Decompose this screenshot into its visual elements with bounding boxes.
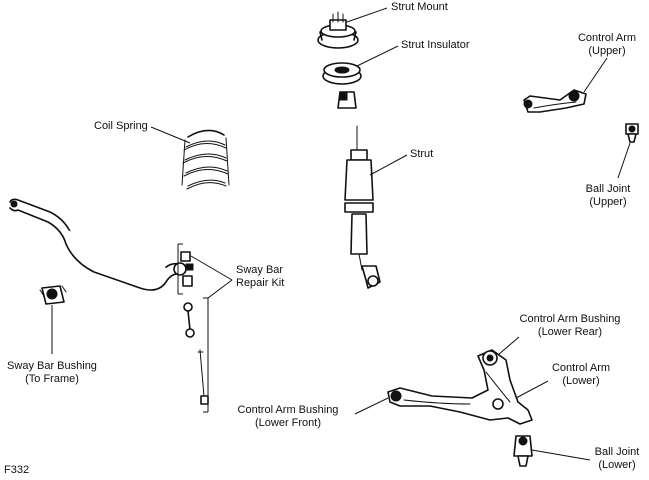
ball-joint-upper-part — [625, 123, 639, 143]
strut-mount-leader — [346, 7, 388, 23]
control-arm-lower-part — [387, 349, 533, 425]
figure-code: F332 — [4, 464, 30, 476]
sway-bar-repair-kit-parts — [177, 243, 209, 413]
ball-joint-lower-part — [513, 435, 533, 467]
label-ball-joint-upper-line1: Ball Joint — [585, 183, 631, 195]
label-sway-bar-repair-kit-line2: Repair Kit — [236, 277, 285, 289]
control-arm-upper-part — [523, 89, 587, 113]
strut-insulator-leader — [356, 45, 399, 67]
ball-joint-lower-leader — [531, 449, 591, 461]
label-ball-joint-upper: Ball Joint (Upper) — [576, 183, 640, 209]
sway-bar-bushing-part — [39, 285, 67, 305]
label-control-arm-upper-line1: Control Arm — [577, 32, 637, 44]
label-control-arm-upper-line2: (Upper) — [588, 45, 626, 57]
label-control-arm-lower-line1: Control Arm — [551, 362, 611, 374]
control-arm-lower-leader — [515, 380, 549, 399]
label-strut: Strut — [410, 148, 434, 160]
label-sway-bar-bushing-line1: Sway Bar Bushing — [7, 360, 97, 372]
label-control-arm-lower: Control Arm (Lower) — [543, 362, 619, 388]
control-arm-bushing-lower-rear-leader — [497, 336, 520, 356]
label-control-arm-upper: Control Arm (Upper) — [568, 32, 646, 58]
label-ball-joint-lower: Ball Joint (Lower) — [588, 446, 646, 472]
label-coil-spring: Coil Spring — [94, 120, 148, 132]
label-sway-bar-repair-kit: Sway Bar Repair Kit — [236, 264, 284, 290]
coil-spring-leader — [150, 126, 191, 144]
repair-kit-leader-upper — [190, 255, 233, 281]
label-sway-bar-bushing: Sway Bar Bushing (To Frame) — [2, 360, 102, 386]
strut-mount-part — [317, 11, 359, 49]
label-control-arm-bushing-lower-front: Control Arm Bushing (Lower Front) — [230, 404, 346, 430]
label-control-arm-lower-line2: (Lower) — [562, 375, 600, 387]
label-control-arm-bushing-lower-front-line1: Control Arm Bushing — [237, 404, 339, 416]
control-arm-bushing-lower-front-leader — [354, 397, 389, 415]
label-control-arm-bushing-lower-rear-line2: (Lower Rear) — [537, 326, 603, 338]
label-sway-bar-repair-kit-line1: Sway Bar — [236, 264, 284, 276]
label-strut-mount: Strut Mount — [391, 1, 448, 13]
control-arm-upper-leader — [583, 57, 608, 93]
label-strut-insulator: Strut Insulator — [401, 39, 470, 51]
strut-leader — [369, 154, 408, 176]
label-ball-joint-upper-line2: (Upper) — [589, 196, 627, 208]
ball-joint-upper-leader — [617, 142, 631, 179]
strut-insulator-part — [322, 62, 362, 109]
label-control-arm-bushing-lower-rear: Control Arm Bushing (Lower Rear) — [512, 313, 628, 339]
sway-bar-part — [9, 198, 187, 291]
label-control-arm-bushing-lower-rear-line1: Control Arm Bushing — [519, 313, 621, 325]
label-control-arm-bushing-lower-front-line2: (Lower Front) — [254, 417, 322, 429]
label-ball-joint-lower-line2: (Lower) — [598, 459, 636, 471]
repair-kit-leader-lower — [207, 279, 233, 299]
coil-spring-part — [181, 129, 230, 190]
label-sway-bar-bushing-line2: (To Frame) — [25, 373, 79, 385]
strut-part — [344, 125, 381, 289]
label-ball-joint-lower-line1: Ball Joint — [594, 446, 640, 458]
